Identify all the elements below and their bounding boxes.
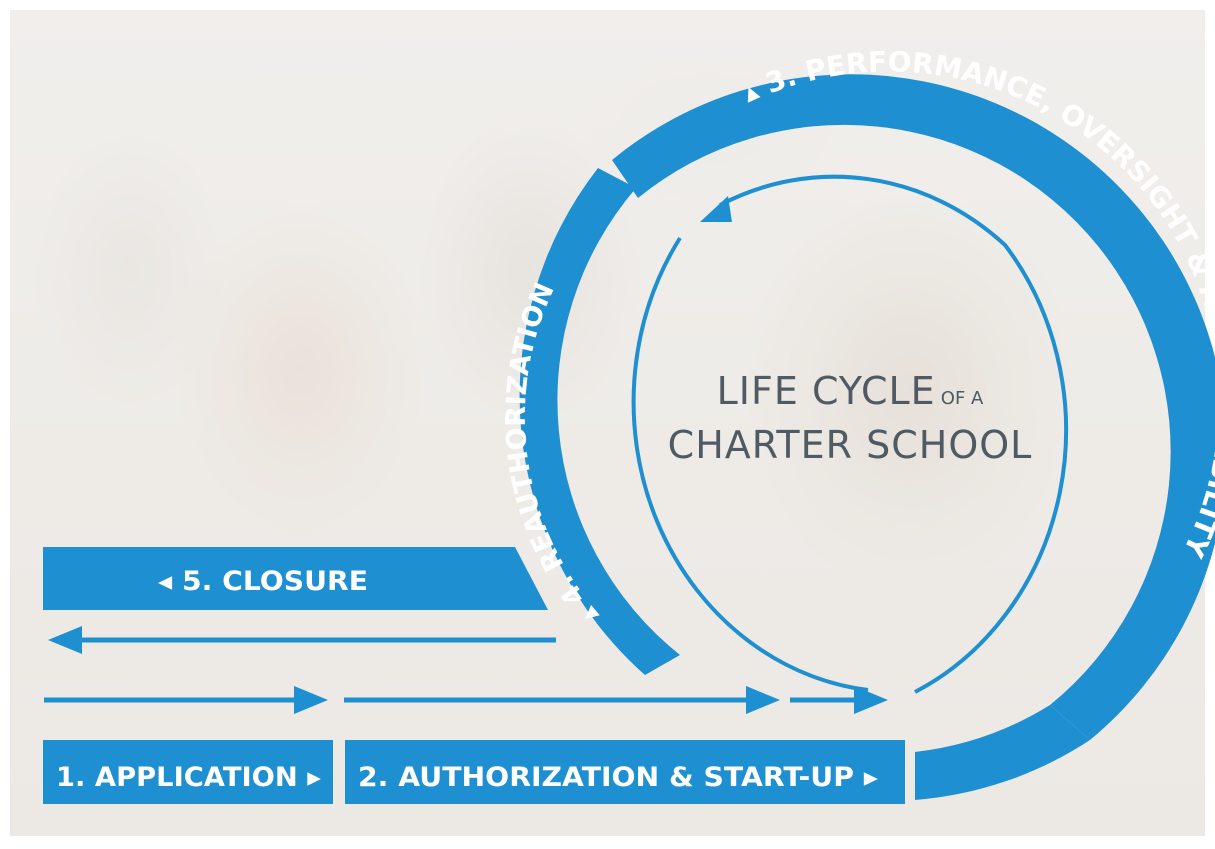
title-line1-small: OF A [940,388,984,409]
arrow-left-head [48,626,82,654]
arrow-right-head-2 [746,686,780,714]
inner-arrowhead-top [700,196,732,222]
stage-label-closure: ◂ 5. CLOSURE [158,566,368,597]
title-line2: CHARTER SCHOOL [667,423,1033,467]
diagram-title: LIFE CYCLE OF A CHARTER SCHOOL [600,368,1100,468]
ring-band-performance [612,74,1215,740]
ring-band-bottom [915,705,1090,800]
arrow-right-head-3 [854,686,888,714]
inner-cycle-arc [719,174,1068,694]
stage-label-application: 1. APPLICATION ▸ [56,762,321,793]
application-band [43,740,333,804]
authorization-band [345,740,905,804]
arrow-right-head-1 [294,686,328,714]
ring-band-reauthorization [519,168,680,675]
stage-label-authorization: 2. AUTHORIZATION & START-UP ▸ [358,762,878,793]
inner-cycle-arc-left [631,236,869,692]
closure-band [43,547,548,610]
title-line1-main: LIFE CYCLE [716,369,936,413]
